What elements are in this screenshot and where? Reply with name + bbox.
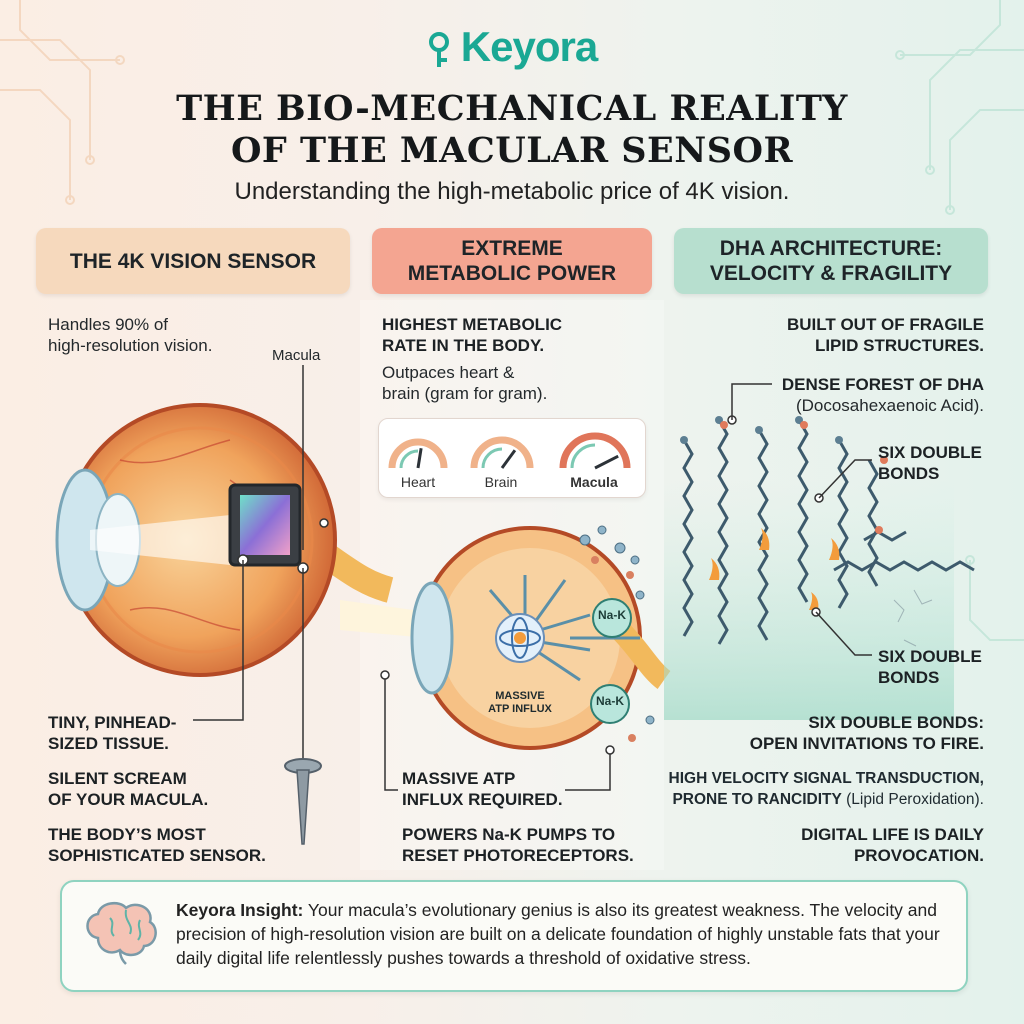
- sub-line: Outpaces heart &: [382, 363, 515, 382]
- gauge-inner-arc: [481, 447, 503, 469]
- gauge-needle: [594, 454, 619, 470]
- brand-logo: Keyora: [0, 12, 1024, 82]
- dha-point-fire: SIX DOUBLE BONDS: OPEN INVITATIONS TO FI…: [660, 712, 984, 754]
- lead-line: BUILT OUT OF FRAGILE: [786, 315, 984, 334]
- column-heading-dha-architecture: DHA ARCHITECTURE:VELOCITY & FRAGILITY: [674, 228, 988, 294]
- peroxidation-text: (Lipid Peroxidation).: [841, 791, 984, 808]
- atp-influx-label: MASSIVE ATP INFLUX: [470, 690, 570, 716]
- gauge-label-macula: Macula: [570, 474, 618, 490]
- point-line: INFLUX REQUIRED.: [402, 790, 563, 809]
- forest-line: DENSE FOREST OF DHA: [781, 375, 984, 394]
- point-line: OPEN INVITATIONS TO FIRE.: [749, 734, 984, 753]
- point-line: SIX DOUBLE BONDS:: [808, 713, 984, 732]
- sensor-point-sophisticated: THE BODY’S MOST SOPHISTICATED SENSOR.: [48, 824, 266, 866]
- rancidity-text: PRONE TO RANCIDITY: [672, 791, 842, 808]
- atp-label-line: MASSIVE: [495, 690, 545, 702]
- title-line-2: OF THE MACULAR SENSOR: [230, 130, 794, 171]
- six-double-bonds-label-top: SIX DOUBLE BONDS: [878, 442, 982, 484]
- six-double-bonds-label-bottom: SIX DOUBLE BONDS: [878, 646, 982, 688]
- gauge-needle: [416, 448, 423, 469]
- eye-illustration: [55, 403, 394, 677]
- gauge-arc: [388, 438, 448, 469]
- point-line: OF YOUR MACULA.: [48, 790, 209, 809]
- sensor-point-scream: SILENT SCREAM OF YOUR MACULA.: [48, 768, 208, 810]
- intro-line: Handles 90% of: [48, 315, 169, 334]
- pump-label-top: Na-K: [597, 608, 626, 622]
- column-heading-line: METABOLIC POWER: [407, 262, 617, 285]
- pin-icon: [284, 758, 322, 845]
- gauge-arc: [559, 432, 631, 469]
- page-title: THE BIO-MECHANICAL REALITY OF THE MACULA…: [0, 88, 1024, 172]
- intro-line: high-resolution vision.: [48, 336, 213, 355]
- dha-point-rancidity: HIGH VELOCITY SIGNAL TRANSDUCTION, PRONE…: [660, 768, 984, 810]
- column-heading-line: VELOCITY & FRAGILITY: [709, 262, 953, 285]
- title-line-1: THE BIO-MECHANICAL REALITY: [176, 88, 848, 129]
- gauge-dials: [388, 432, 631, 470]
- lead-line: LIPID STRUCTURES.: [814, 336, 984, 355]
- point-line: SILENT SCREAM: [48, 769, 187, 788]
- gauge-arc: [470, 436, 534, 469]
- column-heading-vision-sensor: THE 4K VISION SENSOR: [36, 228, 350, 294]
- point-line: POWERS Na-K PUMPS TO: [402, 825, 616, 844]
- metabolic-point-atp: MASSIVE ATP INFLUX REQUIRED.: [402, 768, 563, 810]
- lead-line: HIGHEST METABOLIC: [382, 315, 563, 334]
- vision-intro: Handles 90% of high-resolution vision.: [48, 314, 212, 356]
- gauge-inner-arc: [570, 443, 596, 469]
- page-subtitle: Understanding the high-metabolic price o…: [234, 178, 790, 205]
- bonds-line: SIX DOUBLE: [878, 443, 982, 462]
- point-line: PROVOCATION.: [853, 846, 984, 865]
- point-line: PRONE TO RANCIDITY (Lipid Peroxidation).: [660, 789, 984, 810]
- sensor-point-tiny: TINY, PINHEAD- SIZED TISSUE.: [48, 712, 176, 754]
- insight-text: Keyora Insight: Your macula’s evolutiona…: [176, 898, 946, 970]
- insight-label: Keyora Insight:: [176, 900, 304, 920]
- metabolic-sub: Outpaces heart & brain (gram for gram).: [382, 362, 547, 404]
- gauge-needle: [500, 449, 517, 469]
- callout-lines-left: [193, 365, 304, 760]
- dha-forest-label: DENSE FOREST OF DHA (Docosahexaenoic Aci…: [700, 374, 984, 416]
- metabolic-point-pumps: POWERS Na-K PUMPS TO RESET PHOTORECEPTOR…: [402, 824, 634, 866]
- macula-label: Macula: [272, 347, 321, 364]
- brain-icon: [86, 901, 157, 965]
- sub-line: brain (gram for gram).: [382, 384, 548, 403]
- dha-lead: BUILT OUT OF FRAGILE LIPID STRUCTURES.: [700, 314, 984, 356]
- insight-body: Your macula’s evolutionary genius is als…: [176, 900, 940, 968]
- bonds-line: SIX DOUBLE: [878, 647, 982, 666]
- brand-name: Keyora: [460, 23, 598, 70]
- column-heading-line: DHA ARCHITECTURE:: [719, 237, 943, 260]
- metabolic-gauges: [378, 418, 646, 498]
- gauge-label-brain: Brain: [484, 474, 518, 490]
- metabolic-eye-illustration: [340, 525, 671, 755]
- lead-line: RATE IN THE BODY.: [382, 336, 545, 355]
- point-line: SOPHISTICATED SENSOR.: [48, 846, 266, 865]
- point-line: SIZED TISSUE.: [48, 734, 169, 753]
- insight-box: [60, 880, 968, 992]
- atp-label-line: ATP INFLUX: [488, 703, 552, 715]
- forest-line: (Docosahexaenoic Acid).: [795, 396, 984, 415]
- gauge-inner-arc: [399, 449, 419, 469]
- key-icon: [428, 32, 449, 67]
- point-line: HIGH VELOCITY SIGNAL TRANSDUCTION,: [668, 770, 984, 787]
- dha-molecule-forest: [664, 415, 975, 720]
- point-line: MASSIVE ATP: [402, 769, 516, 788]
- metabolic-lead: HIGHEST METABOLIC RATE IN THE BODY.: [382, 314, 562, 356]
- bonds-line: BONDS: [878, 464, 940, 483]
- dha-point-digital: DIGITAL LIFE IS DAILY PROVOCATION.: [660, 824, 984, 866]
- column-heading-text: THE 4K VISION SENSOR: [69, 249, 317, 273]
- gauge-label-heart: Heart: [400, 474, 436, 490]
- point-line: THE BODY’S MOST: [48, 825, 206, 844]
- point-line: DIGITAL LIFE IS DAILY: [801, 825, 984, 844]
- point-line: TINY, PINHEAD-: [48, 713, 177, 732]
- bonds-line: BONDS: [878, 668, 940, 687]
- column-heading-line: EXTREME: [461, 237, 563, 260]
- point-line: RESET PHOTORECEPTORS.: [402, 846, 634, 865]
- pump-label-bottom: Na-K: [595, 694, 624, 708]
